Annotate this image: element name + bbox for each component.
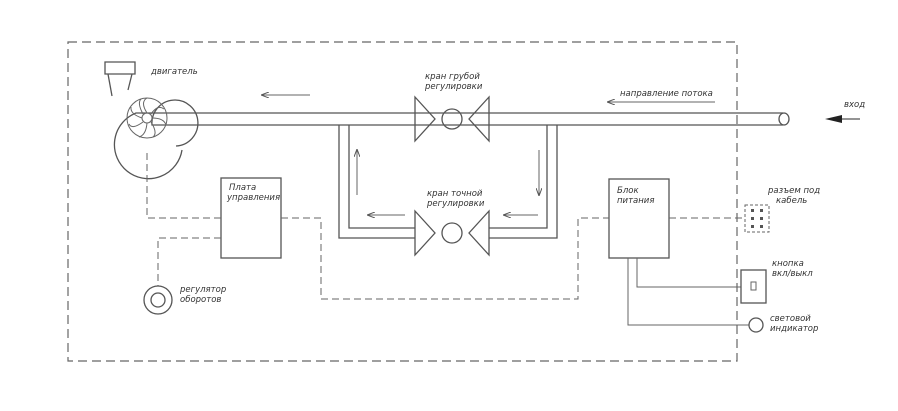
led-indicator-label-2: индикатор xyxy=(770,324,818,334)
power-block-label-1: Блок xyxy=(617,186,639,196)
rpm-regulator-label-1: регулятор xyxy=(179,285,226,295)
control-board-label-1: Плата xyxy=(229,183,256,193)
fine-valve-label-1: кран точной xyxy=(427,189,483,199)
flow-direction-label: направление потока xyxy=(620,89,713,99)
cable-connector-label-1: разъем под xyxy=(767,186,820,196)
power-button-icon xyxy=(740,269,767,304)
power-block-label-2: питания xyxy=(617,196,654,206)
fine-valve-label-2: регулировки xyxy=(426,199,485,209)
engine-label: двигатель xyxy=(150,67,198,77)
coarse-valve-label-1: кран грубой xyxy=(425,72,480,82)
rpm-regulator-knob-icon xyxy=(143,285,173,315)
main-pipe xyxy=(185,112,790,126)
engine-fan-icon xyxy=(104,61,199,180)
fine-valve-icon xyxy=(414,209,490,257)
bypass-pipe xyxy=(338,125,558,239)
rpm-regulator-label-2: оборотов xyxy=(180,295,221,305)
power-button-label-2: вкл/выкл xyxy=(772,269,813,279)
led-indicator-icon xyxy=(748,317,764,333)
wiring xyxy=(146,153,749,326)
cable-connector-label-2: кабель xyxy=(776,196,807,206)
led-indicator-label-1: световой xyxy=(770,314,811,324)
coarse-valve-icon xyxy=(414,95,490,143)
inlet-arrow-icon xyxy=(825,115,842,123)
power-button-label-1: кнопка xyxy=(772,259,804,269)
coarse-valve-label-2: регулировки xyxy=(424,82,483,92)
cable-connector-icon xyxy=(744,204,770,233)
inlet-label: вход xyxy=(844,100,865,110)
control-board-label-2: управления xyxy=(226,193,280,203)
enclosure-border xyxy=(67,41,738,362)
